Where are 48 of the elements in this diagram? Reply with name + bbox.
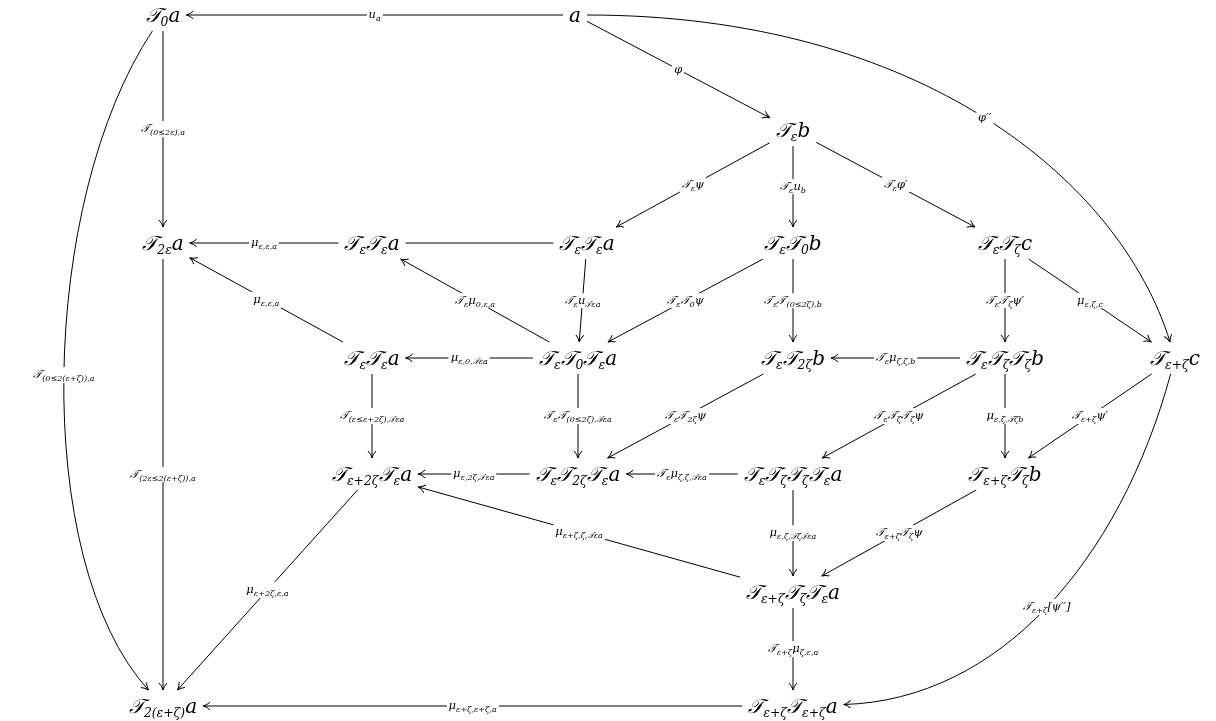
edge-label: φ′′ [976,109,994,126]
edge-label: μ$_{ε,ζ,𝒯ζb}$ [984,408,1026,424]
math-object: 𝒯$_{ε+ζ}$𝒯$_{ζ}$𝒯$_{ε}$a [741,578,845,606]
edge-label: 𝒯$_{ε}$𝒯$_{ζ}$𝒯$_{ζ}$ψ [872,408,926,424]
edge-label: 𝒯$_{ε+ζ}$[ψ′′] [1020,599,1073,616]
math-object: 𝒯$_{ε+2ζ}$𝒯$_{ε}$a [327,460,417,488]
edge-label: 𝒯$_{(0≤2ε),a}$ [139,121,187,137]
math-object: 𝒯$_{ε+ζ}$𝒯$_{ε+ζ}$a [744,692,842,720]
math-object: 𝒯$_{ε}$𝒯$_{ε}$a [555,229,619,257]
edge-label: 𝒯$_{ε}$𝒯$_{2ζ}$ψ [663,408,708,424]
math-object: 𝒯$_{ε+ζ}$𝒯$_{ζ}$b [964,460,1046,488]
edge-label: μ$_{ε,ζ,𝒯ζ𝒯εa}$ [767,525,819,541]
edge-label: μ$_{ε+2ζ,ε,a}$ [244,582,291,598]
edge-label: 𝒯$_{(2ε≤2(ε+ζ)),a}$ [128,466,198,483]
edge-label: 𝒯$_{ε+ζ}$μ$_{ζ,ε,a}$ [765,641,821,657]
edge-label: 𝒯$_{ε}$𝒯$_{ζ}$ψ′ [983,292,1027,309]
math-object: 𝒯$_{ε+ζ}$c [1146,344,1204,372]
edge-label: 𝒯$_{ε}$μ$_{ζ,ζ,𝒯εa}$ [655,466,709,482]
math-object: 𝒯$_{ε}$𝒯$_{2ζ}$b [756,344,830,372]
math-object: 𝒯$_{2(ε+ζ)}$a [124,692,202,720]
math-object: 𝒯$_{ε}$𝒯$_{ζ}$𝒯$_{ζ}$𝒯$_{ε}$a [739,460,847,488]
edge-label: 𝒯$_{ε}$𝒯$_{0}$ψ [665,292,706,309]
edge-label: 𝒯$_{ε}$u$_{b}$ [778,178,808,195]
edge-label: 𝒯$_{ε}$ψ [679,176,707,193]
math-object: 𝒯$_{ε}$𝒯$_{0}$𝒯$_{ε}$a [534,344,622,372]
edge-label: 𝒯$_{(ε≤ε+2ζ),𝒯εa}$ [337,408,407,424]
math-object: 𝒯$_{2ε}$a [138,229,188,257]
math-object: 𝒯$_{ε}$𝒯$_{ζ}$c [973,229,1037,257]
edge-label: 𝒯$_{ε}$φ′ [881,176,910,193]
math-object: 𝒯$_{ε}$𝒯$_{0}$b [760,229,826,257]
edge-label: 𝒯$_{ε+ζ}$𝒯$_{ζ}$ψ [873,525,925,541]
math-object: 𝒯$_{ε}$𝒯$_{ε}$a [340,344,404,372]
math-object: 𝒯$_{ε}$𝒯$_{ζ}$𝒯$_{ζ}$b [962,344,1048,372]
math-object: 𝒯$_{ε}$b [771,116,815,144]
math-object: 𝒯$_{ε}$𝒯$_{2ζ}$𝒯$_{ε}$a [531,460,625,488]
edge-label: μ$_{ε,ε,a}$ [251,291,282,308]
edge-label: μ$_{ε+ζ,ζ,𝒯εa}$ [553,524,605,540]
math-object: 𝒯$_{ε}$𝒯$_{ε}$a [340,229,404,257]
edge-label: 𝒯$_{(0≤2(ε+ζ)),a}$ [31,367,97,383]
edge-label: 𝒯$_{ε}$𝒯$_{(0≤2ζ),b}$ [762,292,824,309]
math-object: 𝒯$_{0}$a [141,1,185,29]
edge-label: 𝒯$_{ε}$μ$_{ζ,ζ,b}$ [873,350,918,366]
math-object: a [565,1,585,29]
edge-label: 𝒯$_{ε}$𝒯$_{(0≤2ζ),𝒯εa}$ [542,408,614,424]
edge-label: 𝒯$_{ε}$u$_{𝒯εa}$ [562,292,603,309]
edge-label: 𝒯$_{ε}$μ$_{0,ε,a}$ [452,292,498,309]
edge-label: 𝒯$_{ε+ζ}$ψ′ [1069,408,1111,424]
edge-label: μ$_{ε,ζ,c}$ [1075,292,1105,309]
